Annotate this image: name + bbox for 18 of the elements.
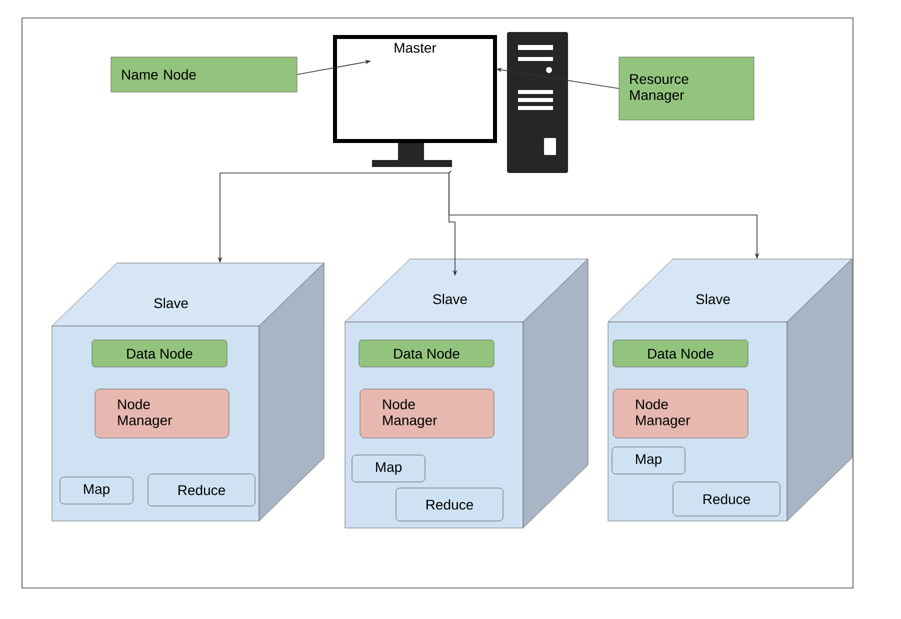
component-box: Node Manager [360,388,494,438]
component-box: Name Node [110,56,298,92]
node-label: Slave [154,298,188,308]
monitor-drawing: Master [333,35,497,167]
component-box: Resource Manager [618,56,754,120]
node-label: Slave [696,294,730,304]
task-box: Reduce [672,482,780,516]
task-box: Map [612,446,686,474]
task-box: Map [352,454,426,482]
component-box: Data Node [612,340,748,368]
task-box: Map [60,476,134,504]
task-box: Reduce [148,474,256,506]
node-label: Slave [433,294,467,304]
component-box: Node Manager [94,388,230,438]
task-box: Reduce [396,488,504,522]
component-box: Data Node [92,340,228,368]
component-box: Data Node [358,340,494,368]
component-box: Node Manager [612,388,748,438]
